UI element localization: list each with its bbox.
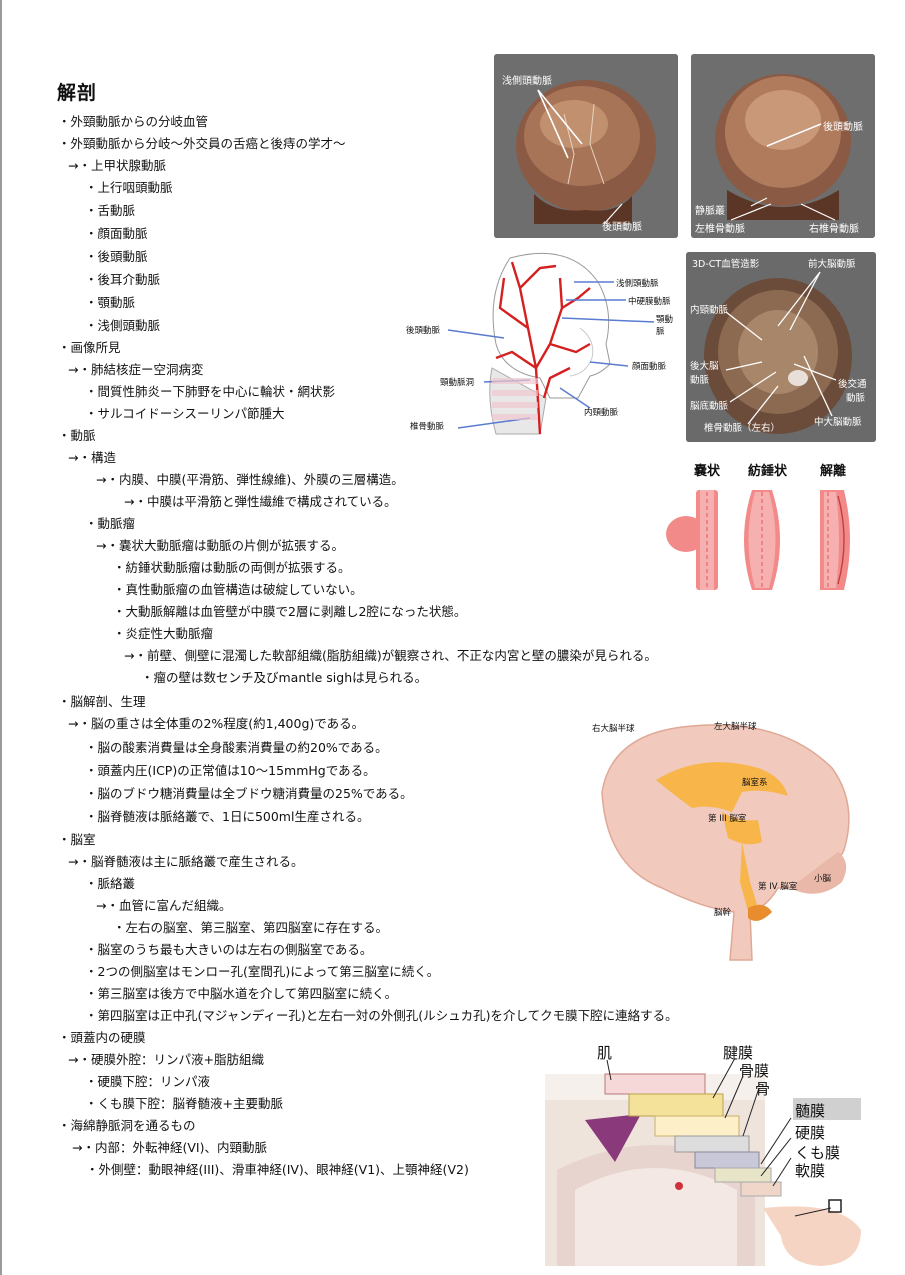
label-superficial-temporal-artery: 浅側頭動脈 [616, 279, 659, 289]
label-brainstem: 脳幹 [714, 908, 732, 918]
text-line: ・上行咽頭動脈 [85, 180, 173, 195]
label-dura-mater: 硬膜 [795, 1124, 826, 1142]
text-line: ・脈絡叢 [85, 876, 136, 891]
label-left-vertebral-artery: 左椎骨動脈 [695, 224, 745, 235]
text-line: ・紡錘状動脈瘤は動脈の両側が拡張する。 [113, 560, 351, 575]
label-vertebral-artery: 椎骨動脈 [410, 422, 445, 432]
brain-ventricles-figure: 右大脳半球 左大脳半球 脳室系 第 III 脳室 第 IV 脳室 小脳 脳幹 [582, 712, 872, 962]
label-posterior-cerebral-artery-2: 動脈 [690, 375, 710, 386]
label-middle-cerebral-artery: 中大脳動脈 [814, 417, 862, 428]
text-line: ・硬膜下腔：リンパ液 [85, 1074, 211, 1089]
label-galea: 腱膜 [723, 1044, 754, 1062]
label-posterior-communicating-2: 動脈 [846, 393, 866, 404]
text-line: ・真性動脈瘤の血管構造は破綻していない。 [113, 582, 363, 597]
text-line: ・外頸動脈から分岐〜外交員の舌癌と後痔の学才〜 [58, 136, 346, 151]
text-line: →・血管に富んだ組織。 [96, 898, 232, 913]
text-line: ・脳室 [58, 832, 96, 847]
label-superficial-temporal-artery: 浅側頭動脈 [502, 76, 552, 87]
label-skin: 肌 [597, 1044, 613, 1062]
text-line: →・内部：外転神経(VI)、内頸動脈 [72, 1140, 267, 1155]
text-line: ・後頭動脈 [85, 249, 148, 264]
text-line: ・海綿静脈洞を通るもの [58, 1118, 196, 1133]
label-basilar-artery: 脳底動脈 [690, 401, 729, 412]
text-line: ・サルコイドーシスーリンパ節腫大 [85, 406, 285, 421]
text-line: →・内膜、中膜(平滑筋、弾性線維)、外膜の三層構造。 [96, 472, 404, 487]
text-line: ・外頸動脈からの分岐血管 [58, 114, 209, 129]
label-anterior-cerebral-artery: 前大脳動脈 [808, 259, 856, 270]
label-posterior-communicating-1: 後交通 [838, 379, 867, 390]
label-internal-carotid-artery: 内頸動脈 [584, 408, 619, 418]
text-line: ・脳脊髄液は脈絡叢で、1日に500ml生産される。 [85, 809, 370, 824]
text-line: →・脳の重さは全体重の2%程度(約1,400g)である。 [68, 716, 365, 731]
label-fusiform: 紡錘状 [748, 464, 788, 479]
label-left-hemisphere: 左大脳半球 [714, 722, 757, 732]
aneurysm-types-figure: 嚢状 紡錘状 解離 [660, 456, 870, 596]
text-line: ・動脈 [58, 428, 96, 443]
text-line: ・くも膜下腔：脳脊髄液+主要動脈 [85, 1096, 283, 1111]
label-periosteum: 骨膜 [739, 1062, 770, 1080]
label-occipital-artery: 後頭動脈 [602, 222, 642, 233]
text-line: →・上甲状腺動脈 [68, 158, 166, 173]
label-right-hemisphere: 右大脳半球 [592, 724, 635, 734]
text-line: →・中膜は平滑筋と弾性繊維で構成されている。 [124, 494, 397, 509]
page-title: 解剖 [57, 82, 98, 104]
text-line: ・顔面動脈 [85, 226, 148, 241]
label-dissection: 解離 [820, 464, 847, 479]
text-line: ・舌動脈 [85, 203, 136, 218]
text-line: →・脳脊髄液は主に脈絡叢で産生される。 [68, 854, 304, 869]
text-line: ・外側壁：動眼神経(III)、滑車神経(IV)、眼神経(V1)、上顎神経(V2) [86, 1162, 469, 1177]
label-cerebellum: 小脳 [814, 874, 832, 884]
text-line: ・顎動脈 [85, 295, 136, 310]
ct-angiography-figure: 3D-CT血管造影 前大脳動脈 内頸動脈 後大脳 動脈 後交通 動脈 脳底動脈 … [686, 252, 876, 442]
label-internal-carotid-artery: 内頸動脈 [690, 305, 729, 316]
skull-back-ct-figure: 後頭動脈 静脈叢 左椎骨動脈 右椎骨動脈 [691, 54, 875, 238]
label-third-ventricle: 第 III 脳室 [708, 814, 747, 824]
label-pia-mater: 軟膜 [795, 1162, 826, 1180]
text-line: ・脳の酸素消費量は全身酸素消費量の約20%である。 [85, 740, 388, 755]
skull-front-ct-figure: 浅側頭動脈 後頭動脈 [494, 54, 678, 238]
label-posterior-cerebral-artery-1: 後大脳 [690, 361, 719, 372]
text-line: ・第四脳室は正中孔(マジャンディー孔)と左右一対の外側孔(ルシュカ孔)を介してク… [85, 1008, 678, 1023]
label-occipital-artery: 後頭動脈 [823, 122, 863, 133]
text-line: →・構造 [68, 450, 116, 465]
text-line: ・脳室のうち最も大きいのは左右の側脳室である。 [85, 942, 373, 957]
label-carotid-sinus: 頸動脈洞 [440, 378, 475, 388]
text-line: ・浅側頭動脈 [85, 318, 161, 333]
label-facial-artery: 顔面動脈 [632, 362, 667, 372]
text-line: ・頭蓋内の硬膜 [58, 1030, 146, 1045]
text-line: →・嚢状大動脈瘤は動脈の片側が拡張する。 [96, 538, 344, 553]
label-venous-plexus: 静脈叢 [695, 206, 725, 217]
label-middle-meningeal-artery: 中硬膜動脈 [628, 297, 671, 307]
label-saccular: 嚢状 [694, 464, 721, 479]
label-occipital-artery: 後頭動脈 [406, 326, 441, 336]
text-line: ・左右の脳室、第三脳室、第四脳室に存在する。 [113, 920, 389, 935]
text-line: ・大動脈解離は血管壁が中膜で2層に剥離し2腔になった状態。 [113, 604, 467, 619]
label-maxillary-artery: 顎動脈 [656, 315, 674, 337]
text-line: ・瘤の壁は数センチ及びmantle sighは見られる。 [141, 670, 428, 685]
label-vertebral-artery: 椎骨動脈（左右） [704, 423, 781, 434]
label-fourth-ventricle: 第 IV 脳室 [758, 882, 798, 892]
text-line: ・炎症性大動脈瘤 [113, 626, 214, 641]
label-meninges: 髄膜 [795, 1102, 826, 1120]
text-line: ・2つの側脳室はモンロー孔(室間孔)によって第三脳室に続く。 [85, 964, 440, 979]
label-arachnoid: くも膜 [795, 1144, 841, 1162]
label-bone: 骨 [755, 1080, 771, 1098]
text-line: ・頭蓋内圧(ICP)の正常値は10〜15mmHgである。 [85, 763, 376, 778]
head-arteries-figure: 浅側頭動脈 中硬膜動脈 顎動脈 後頭動脈 顔面動脈 頸動脈洞 内頸動脈 椎骨動脈 [400, 248, 680, 438]
text-line: ・第三脳室は後方で中脳水道を介して第四脳室に続く。 [85, 986, 398, 1001]
text-line: ・画像所見 [58, 340, 121, 355]
meninges-layers-figure: 肌 腱膜 骨膜 骨 髄膜 硬膜 くも膜 軟膜 [545, 1040, 865, 1266]
text-line: ・脳のブドウ糖消費量は全ブドウ糖消費量の25%である。 [85, 786, 413, 801]
label-ventricular-system: 脳室系 [742, 778, 768, 788]
label-right-vertebral-artery: 右椎骨動脈 [809, 224, 859, 235]
label-ct-title: 3D-CT血管造影 [692, 259, 760, 270]
text-line: →・前壁、側壁に混濁した軟部組織(脂肪組織)が観察され、不正な内宮と壁の膿染が見… [124, 648, 657, 663]
text-line: →・硬膜外腔：リンパ液+脂肪組織 [68, 1052, 264, 1067]
text-line: →・肺結核症ー空洞病変 [68, 362, 204, 377]
text-line: ・脳解剖、生理 [58, 694, 146, 709]
page-edge [0, 0, 2, 1275]
text-line: ・後耳介動脈 [85, 272, 161, 287]
text-line: ・動脈瘤 [85, 516, 136, 531]
text-line: ・間質性肺炎ー下肺野を中心に輪状・網状影 [85, 384, 336, 399]
